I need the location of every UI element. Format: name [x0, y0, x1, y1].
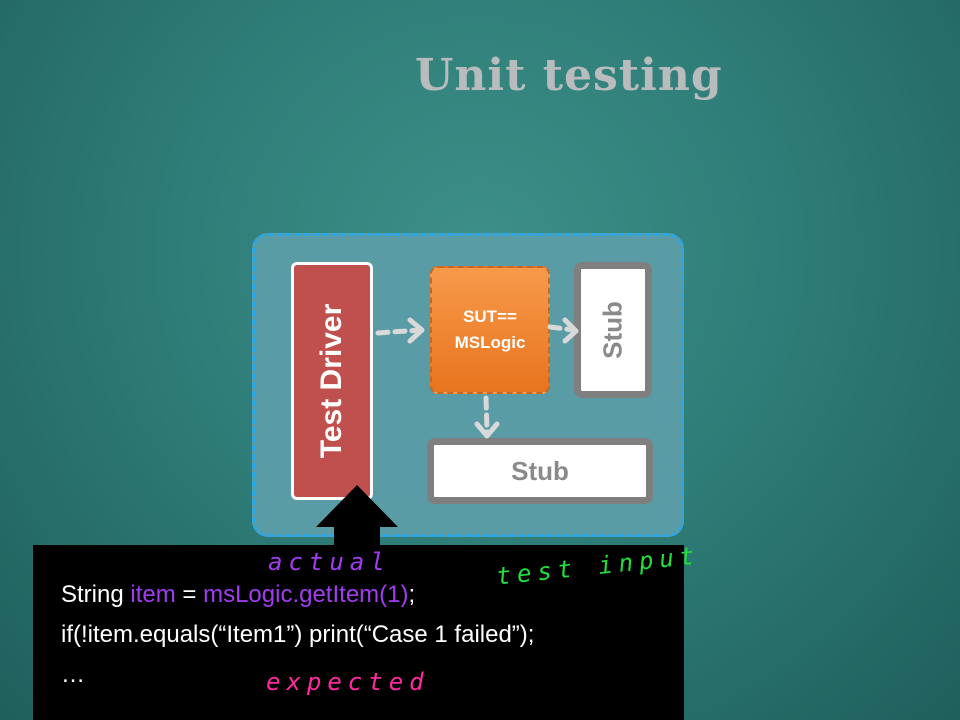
code-token-item: item: [130, 581, 176, 608]
arrow-sut-to-stub-right: [547, 317, 579, 344]
sut-label-line2: MSLogic: [454, 333, 526, 352]
up-arrow-icon: [316, 485, 398, 548]
code-token-semicolon: ;: [408, 581, 416, 608]
arrow-driver-to-sut: [375, 317, 425, 344]
code-snippet-box: String item = msLogic.getItem(1); if(!it…: [33, 545, 684, 720]
code-token-assign: =: [175, 581, 204, 608]
stub-box-bottom: Stub: [427, 438, 653, 504]
slide-title: Unit testing: [415, 50, 723, 101]
sut-label-line1: SUT==: [463, 307, 517, 326]
annotation-expected: expected: [266, 668, 430, 696]
test-driver-box: Test Driver: [291, 262, 373, 500]
code-token-call: msLogic.getItem(1): [203, 581, 409, 608]
code-line-3: …: [61, 661, 85, 688]
arrow-sut-to-stub-bottom: [474, 395, 500, 439]
sut-box: SUT== MSLogic: [430, 266, 550, 394]
annotation-actual: actual: [268, 548, 391, 576]
code-line-1: String item = msLogic.getItem(1);: [61, 581, 415, 609]
code-token-string: String: [61, 581, 131, 608]
stub-bottom-label: Stub: [511, 455, 569, 486]
code-line-2: if(!item.equals(“Item1”) print(“Case 1 f…: [61, 621, 535, 648]
